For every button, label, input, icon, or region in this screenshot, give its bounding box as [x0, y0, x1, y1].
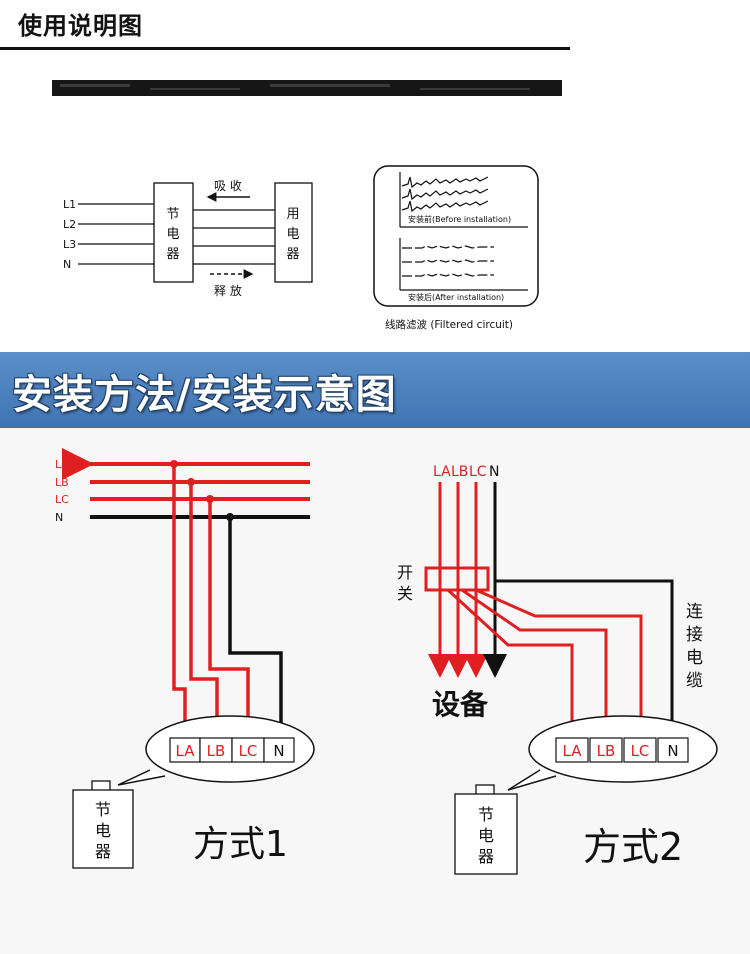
switch-char: 开 — [397, 563, 413, 582]
device-char: 电 — [95, 821, 111, 840]
switch-char: 关 — [397, 584, 413, 603]
device-char: 器 — [478, 847, 494, 866]
terminal-lc — [231, 737, 265, 763]
tap-la — [446, 588, 574, 738]
method-1-label: 方式1 — [193, 824, 288, 865]
scan-banner-bar — [52, 80, 562, 96]
saver-char: 电 — [166, 227, 179, 242]
equipment-label: 设备 — [432, 688, 489, 721]
bus-label: LC — [469, 464, 487, 480]
line-label-n: N — [63, 258, 71, 271]
terminal-lb — [589, 737, 623, 763]
load-char: 电 — [286, 227, 299, 242]
bus-label-la: LA — [55, 458, 69, 471]
bus-label-lb: LB — [55, 476, 69, 489]
method-2-diagram: LA LB LC N 开 关 设备 连 接 电 缆 LA LB LC N 节 电… — [397, 464, 718, 875]
device-char: 节 — [478, 805, 494, 824]
tap-lc — [475, 588, 643, 738]
switch-block — [424, 566, 490, 592]
wire-n — [228, 517, 283, 738]
wire-la — [172, 464, 187, 738]
cable-char: 接 — [686, 625, 703, 645]
terminal-lb — [199, 737, 233, 763]
bus-label: N — [489, 464, 499, 480]
bus-label: LB — [451, 464, 468, 480]
cable-char: 电 — [686, 648, 703, 668]
line-label-l3: L3 — [63, 238, 76, 251]
terminal-label: N — [667, 742, 678, 760]
wire-lc — [208, 499, 250, 738]
bus-label: LA — [433, 464, 451, 480]
line-label-l2: L2 — [63, 218, 76, 231]
saver-char: 节 — [166, 207, 179, 222]
terminal-label: LA — [176, 742, 196, 760]
terminal-bubble — [528, 715, 718, 783]
release-label: 释 放 — [214, 283, 242, 298]
bus-label-n: N — [55, 511, 63, 524]
bus-label-lc: LC — [55, 493, 69, 506]
terminal-la — [555, 737, 589, 763]
cable-char: 缆 — [686, 671, 703, 691]
method-1-diagram: LA LB LC N LA LB LC N 节 电 器 方式1 — [55, 448, 315, 869]
terminal-lc — [623, 737, 657, 763]
terminal-la — [169, 737, 201, 763]
section-band — [0, 352, 750, 428]
terminal-label: LC — [631, 742, 650, 760]
absorb-label: 吸 收 — [214, 179, 242, 193]
terminal-n — [263, 737, 295, 763]
energy-saver-device — [454, 793, 518, 875]
load-box — [274, 182, 313, 283]
method-2-label: 方式2 — [583, 825, 683, 869]
terminal-label: LA — [563, 742, 583, 760]
top-diagram: L1 L2 L3 N 节 电 器 用 电 器 吸 收 释 放 — [63, 179, 313, 298]
load-char: 器 — [286, 247, 299, 262]
terminal-label: LC — [239, 742, 258, 760]
before-installation-label: 安装前(Before installation) — [408, 214, 511, 224]
line-label-l1: L1 — [63, 198, 76, 211]
terminal-n — [657, 737, 689, 763]
energy-saver-device — [72, 789, 134, 869]
terminal-label: LB — [597, 742, 616, 760]
device-char: 电 — [478, 826, 494, 845]
filter-frame — [373, 165, 539, 307]
tap-lb — [461, 588, 608, 738]
title-rule — [0, 47, 570, 50]
energy-saver-box — [153, 182, 194, 283]
cable-char: 连 — [686, 602, 703, 622]
wire-lb — [189, 482, 219, 738]
filter-caption: 线路滤波 (Filtered circuit) — [385, 318, 513, 331]
saver-char: 器 — [166, 247, 179, 262]
filter-panel: 安装前(Before installation) 安装后(After insta… — [373, 165, 539, 331]
terminal-label: N — [273, 742, 284, 760]
terminal-label: LB — [207, 742, 226, 760]
device-char: 节 — [95, 800, 111, 819]
section-title: 安装方法/安装示意图 — [12, 372, 397, 418]
device-char: 器 — [95, 842, 111, 861]
after-installation-label: 安装后(After installation) — [408, 292, 504, 302]
page-title: 使用说明图 — [18, 12, 143, 40]
load-char: 用 — [286, 207, 299, 222]
tap-n — [495, 579, 674, 738]
